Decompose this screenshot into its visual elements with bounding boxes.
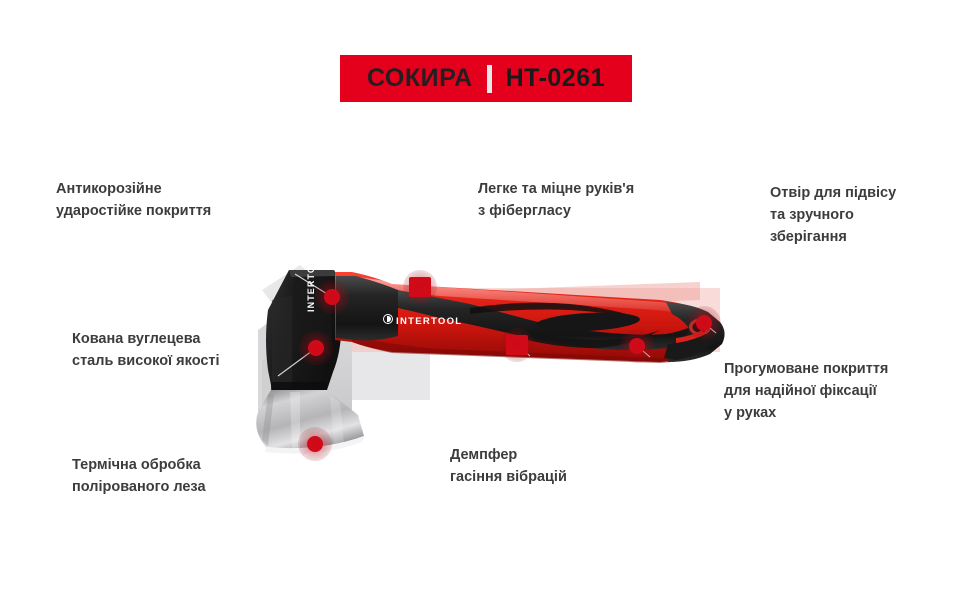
- brand-mark-icon: [383, 314, 393, 324]
- marker-hole[interactable]: [696, 315, 712, 331]
- feature-label-rubberized-grip: Прогумоване покриття для надійної фіксац…: [724, 361, 889, 422]
- feature-label-hanging-hole: Отвір для підвісу та зручного зберігання: [770, 185, 897, 246]
- marker-grip[interactable]: [629, 338, 645, 354]
- feature-label-vibration-damper: Демпфер гасіння вібрацій: [450, 447, 567, 486]
- feature-label-fiberglass-handle: Легке та міцне руків'я з фібергласу: [478, 181, 635, 220]
- marker-steel[interactable]: [308, 340, 324, 356]
- marker-blade[interactable]: [307, 436, 323, 452]
- feature-label-heat-treated-blade: Термічна обробка полірованого леза: [72, 457, 206, 496]
- feature-label-anticorrosion-coating: Антикорозійне ударостійке покриття: [56, 181, 212, 220]
- product-model: HT-0261: [505, 64, 606, 92]
- title-banner: СОКИРА HT-0261: [340, 55, 632, 102]
- banner-divider: [486, 64, 492, 93]
- brand-logo-head: INTERTOOL: [306, 250, 316, 312]
- marker-handle[interactable]: [409, 277, 431, 297]
- product-title: СОКИРА: [366, 64, 473, 92]
- feature-label-forged-steel: Кована вуглецева сталь високої якості: [72, 331, 220, 370]
- marker-coating[interactable]: [324, 289, 340, 305]
- brand-logo-grip: INTERTOOL: [396, 316, 463, 327]
- marker-damper[interactable]: [506, 335, 528, 355]
